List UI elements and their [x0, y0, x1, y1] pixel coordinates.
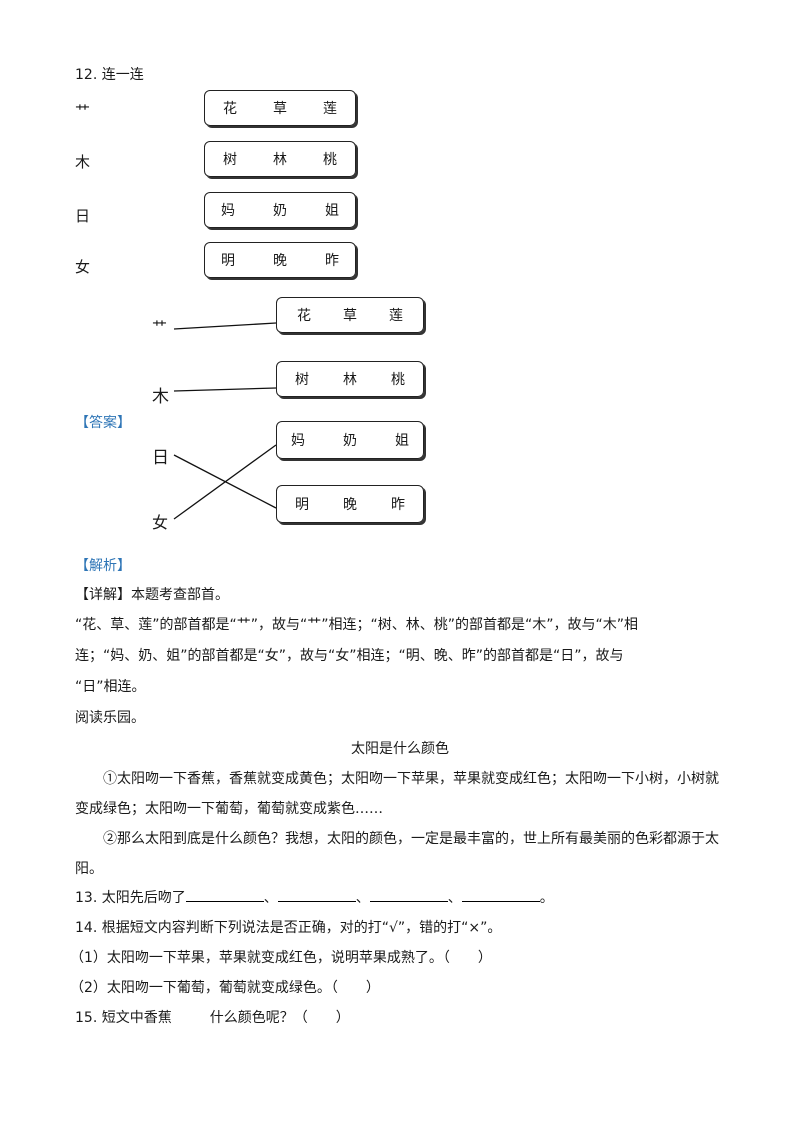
question-13: 13. 太阳先后吻了 、 、 、 。	[75, 887, 554, 907]
char: 明	[295, 497, 309, 513]
char: 桃	[323, 152, 337, 168]
char: 花	[223, 101, 237, 117]
char: 昨	[325, 253, 339, 269]
separator: 、	[355, 890, 370, 906]
char: 明	[221, 253, 235, 269]
char-box-3: 妈 奶 姐	[204, 192, 356, 228]
answer-radical-ri: 日	[152, 448, 169, 468]
line-nv	[173, 444, 277, 520]
char: 树	[223, 152, 237, 168]
char: 草	[343, 308, 357, 324]
answer-radical-mu: 木	[152, 387, 169, 407]
char: 草	[273, 101, 287, 117]
char: 奶	[273, 203, 287, 219]
char-box-4: 明 晚 昨	[204, 242, 356, 278]
question-15-part-2: 什么颜色呢？（ ）	[209, 1010, 350, 1026]
answer-blank-4[interactable]	[461, 887, 540, 902]
char: 花	[297, 308, 311, 324]
char: 桃	[391, 372, 405, 388]
reading-heading: 阅读乐园。	[75, 710, 145, 726]
char: 莲	[323, 101, 337, 117]
char: 树	[295, 372, 309, 388]
answer-tag: 【答案】	[75, 415, 131, 431]
explanation-line-3: “日”相连。	[75, 679, 146, 695]
story-paragraph-1-line-2: 变成绿色；太阳吻一下葡萄，葡萄就变成紫色……	[75, 801, 383, 817]
answer-char-box-2: 树 林 桃	[276, 361, 424, 397]
story-paragraph-2-line-2: 阳。	[75, 861, 103, 877]
explanation-line-2: 连；“妈、奶、姐”的部首都是“女”，故与“女”相连；“明、晚、昨”的部首都是“日…	[75, 648, 624, 664]
story-paragraph-1-line-1: ①太阳吻一下香蕉，香蕉就变成黄色；太阳吻一下苹果，苹果就变成红色；太阳吻一下小树…	[103, 771, 719, 787]
answer-radical-nv: 女	[152, 513, 169, 532]
radical-cao: 艹	[75, 102, 91, 120]
radical-mu: 木	[75, 153, 91, 171]
char: 姐	[325, 203, 339, 219]
char: 莲	[389, 308, 403, 324]
char: 林	[343, 372, 357, 388]
explanation-line-1: “花、草、莲”的部首都是“艹”，故与“艹”相连；“树、林、桃”的部首都是“木”，…	[75, 617, 639, 633]
line-mu	[173, 387, 277, 392]
char: 奶	[343, 433, 357, 449]
answer-blank-3[interactable]	[369, 887, 448, 902]
answer-blank-2[interactable]	[277, 887, 356, 902]
answer-char-box-1: 花 草 莲	[276, 297, 424, 333]
char: 晚	[343, 497, 357, 513]
detail-line: 【详解】本题考查部首。	[75, 584, 229, 604]
char: 林	[273, 152, 287, 168]
analysis-tag: 【解析】	[75, 558, 131, 574]
char: 姐	[395, 433, 409, 449]
char-box-2: 树 林 桃	[204, 141, 356, 177]
radical-ri: 日	[75, 207, 91, 225]
radical-nv: 女	[75, 258, 91, 276]
line-cao	[173, 322, 277, 330]
separator: 、	[447, 890, 462, 906]
separator: 、	[263, 890, 278, 906]
answer-char-box-4: 明 晚 昨	[276, 485, 424, 523]
question-12-title: 12. 连一连	[75, 67, 144, 83]
detail-label: 【详解】	[75, 587, 131, 603]
answer-radical-cao: 艹	[152, 318, 168, 336]
story-title: 太阳是什么颜色	[351, 741, 449, 757]
question-14-item-1[interactable]: （1）太阳吻一下苹果，苹果就变成红色，说明苹果成熟了。（ ）	[70, 950, 492, 966]
answer-blank-1[interactable]	[185, 887, 264, 902]
question-15-part-1: 15. 短文中香蕉	[75, 1010, 172, 1026]
char: 晚	[273, 253, 287, 269]
char: 昨	[391, 497, 405, 513]
char: 妈	[221, 203, 235, 219]
question-14-title: 14. 根据短文内容判断下列说法是否正确，对的打“√”，错的打“×”。	[75, 920, 502, 936]
detail-text: 本题考查部首。	[131, 587, 229, 603]
story-paragraph-2-line-1: ②那么太阳到底是什么颜色？我想，太阳的颜色，一定是最丰富的，世上所有最美丽的色彩…	[103, 831, 719, 847]
line-ri	[173, 454, 277, 509]
char: 妈	[291, 433, 305, 449]
answer-char-box-3: 妈 奶 姐	[276, 421, 424, 459]
question-15[interactable]: 15. 短文中香蕉 什么颜色呢？（ ）	[75, 1007, 350, 1027]
question-14-item-2[interactable]: （2）太阳吻一下葡萄，葡萄就变成绿色。（ ）	[70, 980, 380, 996]
question-13-prefix: 13. 太阳先后吻了	[75, 890, 186, 906]
char-box-1: 花 草 莲	[204, 90, 356, 126]
question-13-end: 。	[539, 890, 554, 906]
